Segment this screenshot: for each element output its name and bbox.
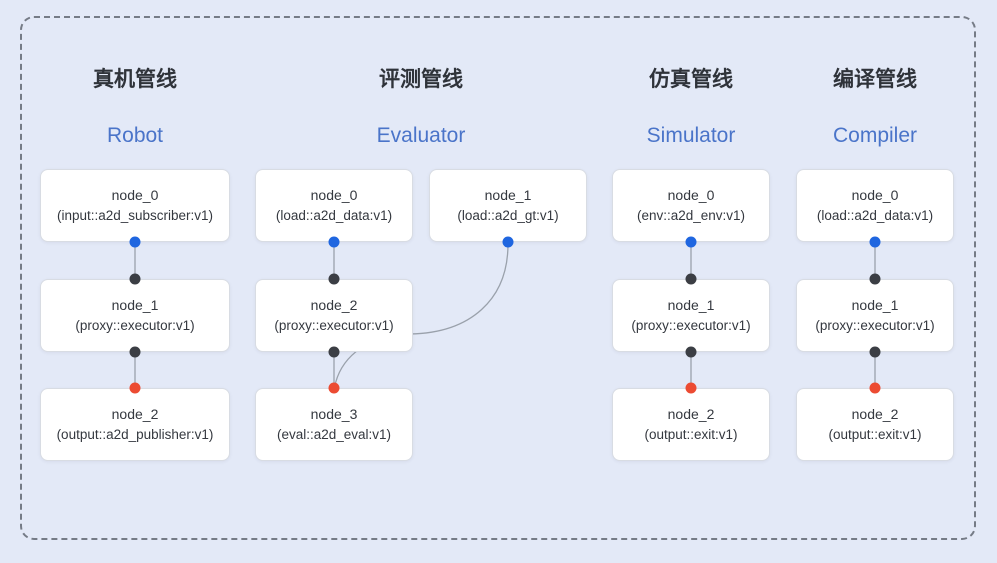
pipeline-title-en-evaluator: Evaluator xyxy=(376,124,466,147)
node-name: node_2 xyxy=(851,406,899,422)
port-black-dot[interactable] xyxy=(328,346,340,358)
port-blue-dot[interactable] xyxy=(869,236,881,248)
pipeline-title-en-compiler: Compiler xyxy=(832,124,918,147)
node-name: node_0 xyxy=(111,187,159,203)
node-name: node_1 xyxy=(111,297,159,313)
pipeline-title-zh-robot: 真机管线 xyxy=(93,68,177,91)
node-card-simulator-1[interactable]: node_1 (proxy::executor:v1) xyxy=(612,279,770,352)
node-card-robot-0[interactable]: node_0 (input::a2d_subscriber:v1) xyxy=(40,169,230,242)
node-card-simulator-0[interactable]: node_0 (env::a2d_env:v1) xyxy=(612,169,770,242)
node-name: node_2 xyxy=(310,297,358,313)
node-card-compiler-2[interactable]: node_2 (output::exit:v1) xyxy=(796,388,954,461)
port-blue-dot[interactable] xyxy=(502,236,514,248)
pipeline-title-en-simulator: Simulator xyxy=(646,124,736,147)
node-name: node_2 xyxy=(667,406,715,422)
node-type: (proxy::executor:v1) xyxy=(631,317,751,333)
port-black-dot[interactable] xyxy=(869,273,881,285)
port-red-dot[interactable] xyxy=(869,382,881,394)
node-name: node_1 xyxy=(851,297,899,313)
node-type: (load::a2d_data:v1) xyxy=(275,207,393,223)
node-type: (proxy::executor:v1) xyxy=(815,317,935,333)
pipeline-title-zh-evaluator: 评测管线 xyxy=(379,68,463,91)
port-red-dot[interactable] xyxy=(129,382,141,394)
node-card-evaluator-3[interactable]: node_3 (eval::a2d_eval:v1) xyxy=(255,388,413,461)
port-black-dot[interactable] xyxy=(129,346,141,358)
node-card-simulator-2[interactable]: node_2 (output::exit:v1) xyxy=(612,388,770,461)
node-card-evaluator-1[interactable]: node_1 (load::a2d_gt:v1) xyxy=(429,169,587,242)
node-card-compiler-0[interactable]: node_0 (load::a2d_data:v1) xyxy=(796,169,954,242)
node-type: (load::a2d_gt:v1) xyxy=(457,207,559,223)
node-type: (eval::a2d_eval:v1) xyxy=(276,426,392,442)
pipeline-title-en-robot: Robot xyxy=(106,124,164,147)
port-red-dot[interactable] xyxy=(328,382,340,394)
node-type: (output::a2d_publisher:v1) xyxy=(56,426,214,442)
node-type: (input::a2d_subscriber:v1) xyxy=(56,207,214,223)
node-card-robot-2[interactable]: node_2 (output::a2d_publisher:v1) xyxy=(40,388,230,461)
pipeline-title-zh-simulator: 仿真管线 xyxy=(649,68,733,91)
node-type: (proxy::executor:v1) xyxy=(75,317,195,333)
node-card-compiler-1[interactable]: node_1 (proxy::executor:v1) xyxy=(796,279,954,352)
node-type: (load::a2d_data:v1) xyxy=(816,207,934,223)
node-name: node_1 xyxy=(667,297,715,313)
node-name: node_2 xyxy=(111,406,159,422)
port-red-dot[interactable] xyxy=(685,382,697,394)
edge-lines-vertical xyxy=(134,242,876,388)
node-name: node_1 xyxy=(484,187,532,203)
node-type: (env::a2d_env:v1) xyxy=(636,207,746,223)
dashed-frame xyxy=(20,16,976,540)
port-blue-dot[interactable] xyxy=(685,236,697,248)
port-black-dot[interactable] xyxy=(328,273,340,285)
node-card-robot-1[interactable]: node_1 (proxy::executor:v1) xyxy=(40,279,230,352)
port-blue-dot[interactable] xyxy=(328,236,340,248)
pipeline-title-zh-compiler: 编译管线 xyxy=(833,68,917,91)
node-name: node_0 xyxy=(851,187,899,203)
node-name: node_0 xyxy=(667,187,715,203)
node-type: (output::exit:v1) xyxy=(828,426,922,442)
node-name: node_3 xyxy=(310,406,358,422)
port-black-dot[interactable] xyxy=(129,273,141,285)
node-type: (output::exit:v1) xyxy=(644,426,738,442)
port-black-dot[interactable] xyxy=(869,346,881,358)
node-type: (proxy::executor:v1) xyxy=(274,317,394,333)
node-name: node_0 xyxy=(310,187,358,203)
node-card-evaluator-2[interactable]: node_2 (proxy::executor:v1) xyxy=(255,279,413,352)
port-black-dot[interactable] xyxy=(685,273,697,285)
node-card-evaluator-0[interactable]: node_0 (load::a2d_data:v1) xyxy=(255,169,413,242)
port-blue-dot[interactable] xyxy=(129,236,141,248)
port-black-dot[interactable] xyxy=(685,346,697,358)
